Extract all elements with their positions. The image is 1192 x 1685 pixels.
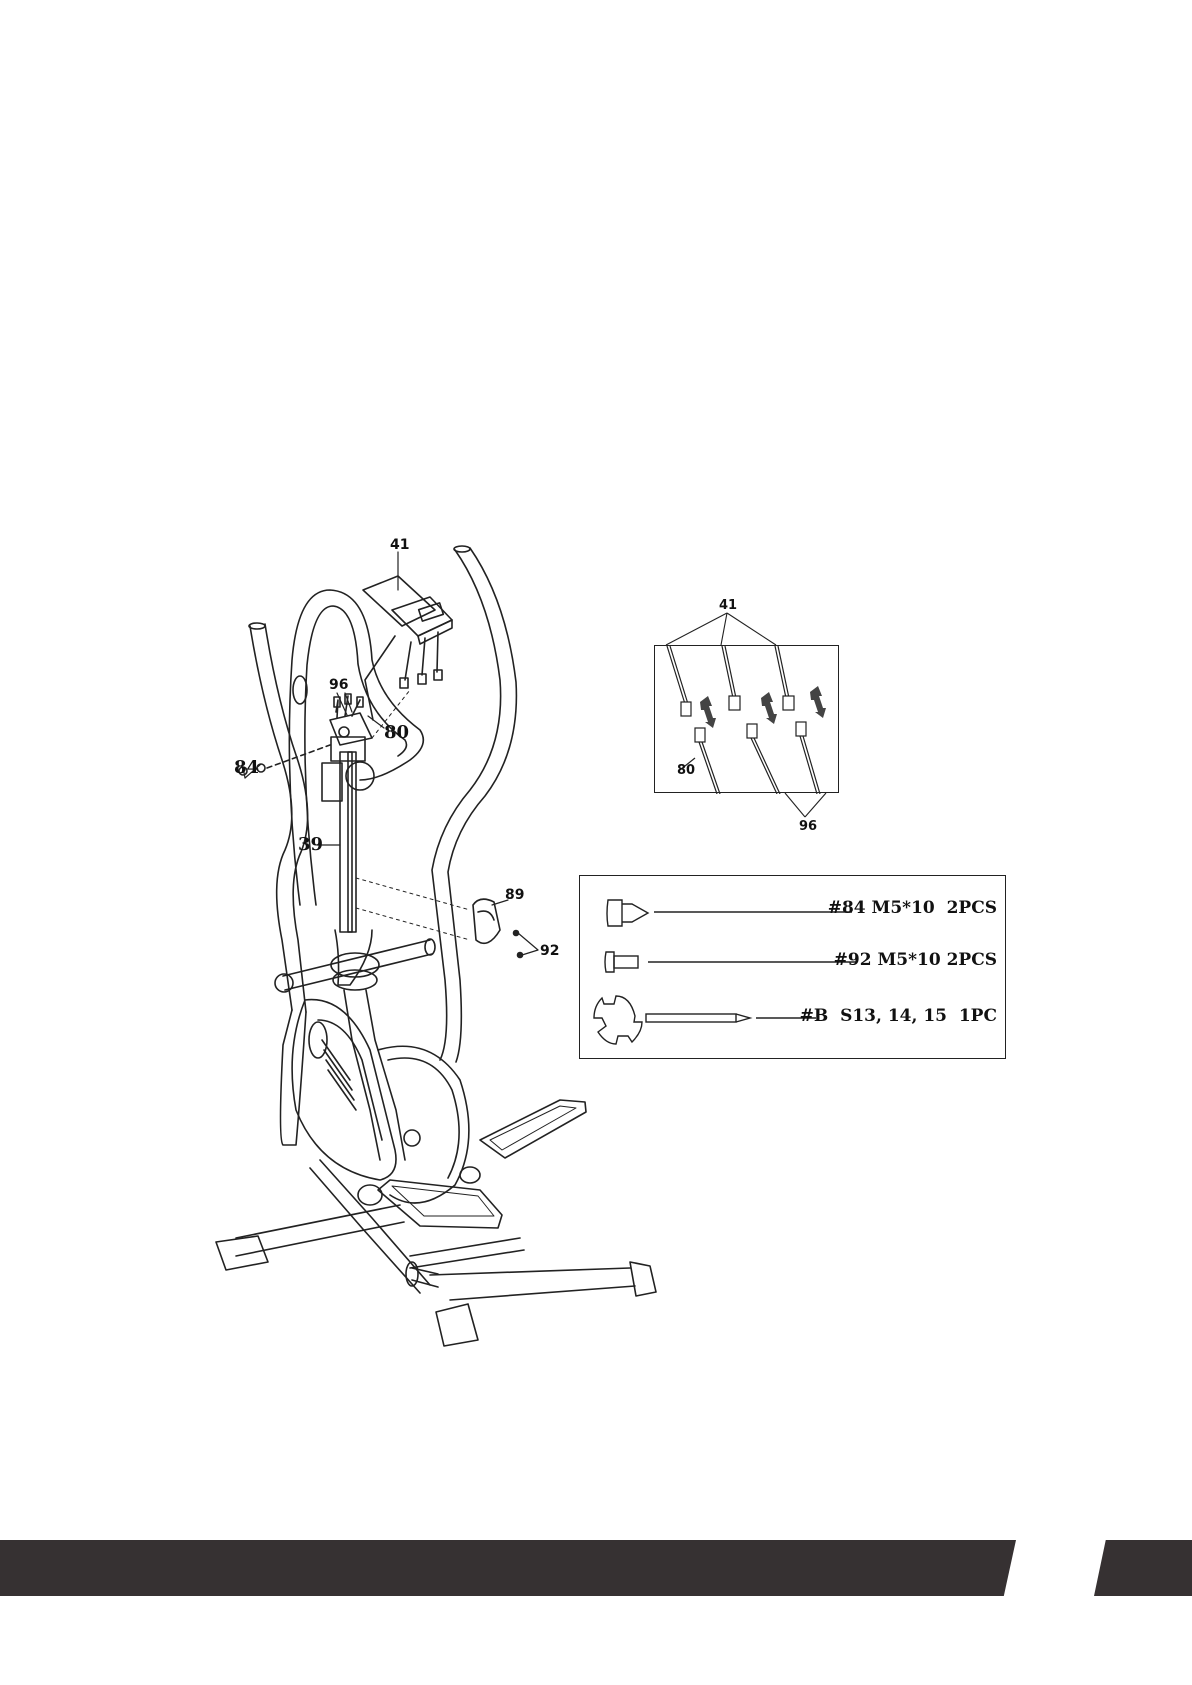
inset-callout-96: 96 — [799, 820, 817, 833]
round-head-bolt-icon — [607, 900, 852, 926]
flat-head-bolt-icon — [605, 952, 856, 972]
footer-bar — [0, 1540, 1016, 1596]
hardware-row-b: #B S13, 14, 15 1PC — [800, 1006, 997, 1026]
footer-page-tab — [1094, 1540, 1192, 1596]
multi-wrench-icon — [594, 996, 816, 1044]
hardware-row-92: #92 M5*10 2PCS — [834, 950, 997, 970]
inset-callout-80: 80 — [677, 764, 695, 777]
hardware-row-84: #84 M5*10 2PCS — [828, 898, 997, 918]
hardware-parts-box: #84 M5*10 2PCS #92 M5*10 2PCS #B S13, 14… — [579, 875, 1006, 1059]
